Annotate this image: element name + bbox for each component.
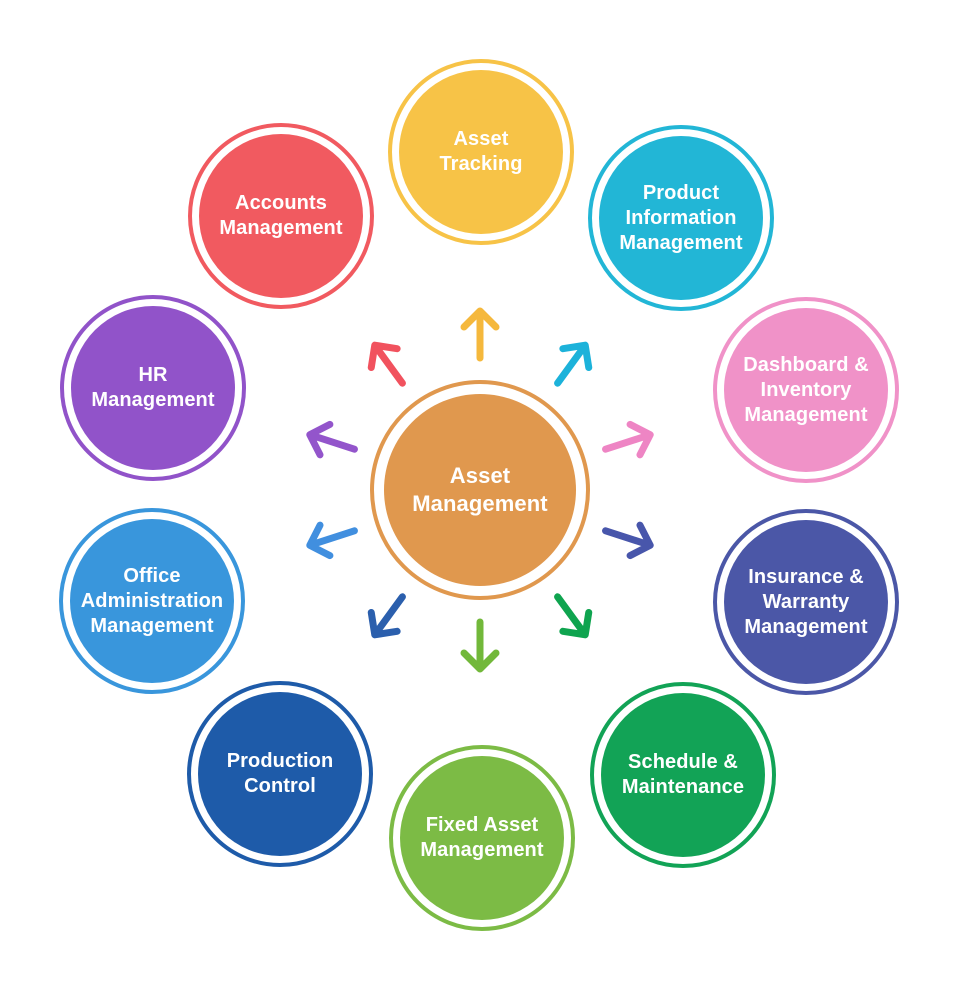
node-asset-tracking: Asset Tracking [388, 59, 574, 245]
node-circle: Production Control [198, 692, 362, 856]
node-circle: Fixed Asset Management [400, 756, 564, 920]
node-production-control: Production Control [187, 681, 373, 867]
node-circle: HR Management [71, 306, 235, 470]
arrow-dashboard-inventory-management [602, 420, 654, 459]
node-circle: Insurance & Warranty Management [724, 520, 888, 684]
node-hr-management: HR Management [60, 295, 246, 481]
arrow-insurance-warranty-management [602, 521, 654, 560]
center-node-circle: Asset Management [384, 394, 576, 586]
node-label: Insurance & Warranty Management [744, 565, 868, 638]
node-insurance-warranty-management: Insurance & Warranty Management [713, 509, 899, 695]
arrow-fixed-asset-management [460, 618, 500, 673]
node-label: Office Administration Management [80, 564, 224, 637]
node-circle: Asset Tracking [399, 70, 563, 234]
arrow-schedule-maintenance [554, 593, 593, 639]
node-circle: Office Administration Management [70, 519, 234, 683]
node-label: Accounts Management [219, 192, 343, 239]
node-label: Production Control [226, 750, 334, 797]
arrow-asset-tracking [460, 307, 500, 362]
center-node-label: Asset Management [412, 463, 548, 516]
arrow-production-control [367, 593, 406, 639]
arrow-office-administration-management [306, 521, 358, 560]
node-label: Fixed Asset Management [420, 814, 544, 861]
node-product-information-management: Product Information Management [588, 125, 774, 311]
node-label: Asset Tracking [439, 128, 523, 175]
node-circle: Schedule & Maintenance [601, 693, 765, 857]
node-fixed-asset-management: Fixed Asset Management [389, 745, 575, 931]
node-accounts-management: Accounts Management [188, 123, 374, 309]
node-label: Dashboard & Inventory Management [743, 353, 869, 426]
node-office-administration-management: Office Administration Management [59, 508, 245, 694]
center-node-asset-management: Asset Management [370, 380, 590, 600]
node-label: Schedule & Maintenance [621, 751, 745, 798]
node-circle: Dashboard & Inventory Management [724, 308, 888, 472]
node-label: Product Information Management [619, 181, 743, 254]
node-circle: Product Information Management [599, 136, 763, 300]
node-dashboard-inventory-management: Dashboard & Inventory Management [713, 297, 899, 483]
arrow-product-information-management [554, 341, 593, 387]
arrow-hr-management [306, 420, 358, 459]
node-label: HR Management [91, 364, 215, 411]
node-circle: Accounts Management [199, 134, 363, 298]
node-schedule-maintenance: Schedule & Maintenance [590, 682, 776, 868]
arrow-accounts-management [367, 341, 406, 387]
